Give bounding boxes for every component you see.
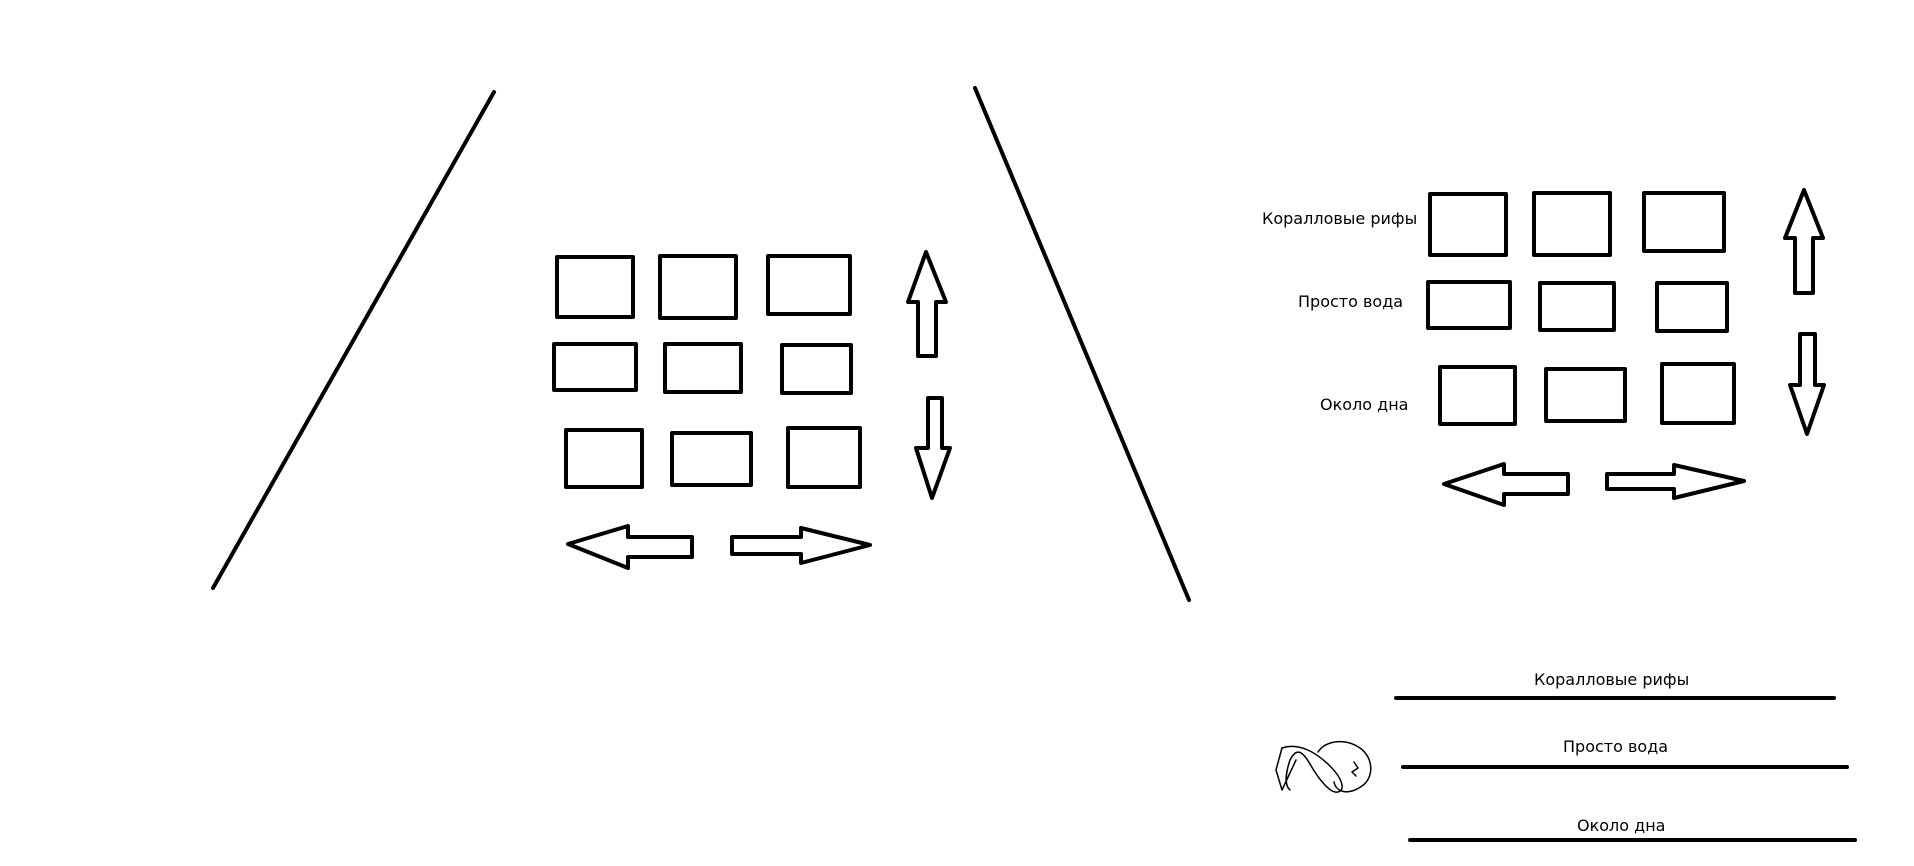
arrow-right-icon[interactable]: [730, 526, 872, 565]
arrow-up-icon[interactable]: [906, 250, 948, 358]
arrow-down-icon[interactable]: [914, 396, 952, 500]
arrow-left-icon[interactable]: [1442, 462, 1570, 507]
grid-cell[interactable]: [1655, 281, 1729, 333]
row-label-bottom: Около дна: [1320, 395, 1408, 414]
arrow-right-icon[interactable]: [1605, 463, 1746, 500]
grid-cell[interactable]: [1532, 191, 1612, 257]
grid-cell[interactable]: [555, 255, 635, 319]
grid-cell[interactable]: [1426, 280, 1512, 330]
layer-label-water: Просто вода: [1563, 737, 1668, 756]
arrow-down-icon[interactable]: [1788, 332, 1826, 436]
grid-cell[interactable]: [1544, 367, 1627, 423]
grid-cell[interactable]: [780, 343, 853, 395]
grid-cell[interactable]: [1538, 281, 1616, 332]
layer-label-coral: Коралловые рифы: [1534, 670, 1689, 689]
grid-cell[interactable]: [670, 431, 753, 487]
grid-cell[interactable]: [658, 254, 738, 320]
grid-cell[interactable]: [786, 426, 862, 489]
left-wall-line: [211, 90, 496, 590]
grid-cell[interactable]: [564, 428, 644, 489]
arrow-left-icon[interactable]: [566, 524, 694, 570]
bottom-layer-labels: Коралловые рифы Просто вода Около дна: [1534, 670, 1689, 835]
layer-label-bottom: Около дна: [1577, 816, 1665, 835]
grid-cell[interactable]: [552, 342, 638, 392]
grid-cell[interactable]: [1428, 192, 1508, 257]
grid-cell[interactable]: [1438, 365, 1517, 426]
left-grid: [552, 254, 862, 489]
right-grid: [1426, 191, 1736, 426]
right-wall-line: [973, 86, 1191, 602]
grid-cell[interactable]: [663, 342, 743, 394]
grid-cell[interactable]: [766, 254, 852, 316]
right-row-labels: Коралловые рифы Просто вода Около дна: [1262, 209, 1417, 414]
row-label-water: Просто вода: [1298, 292, 1403, 311]
grid-cell[interactable]: [1660, 362, 1736, 425]
fish-sketch-icon: [1275, 740, 1372, 793]
arrow-up-icon[interactable]: [1783, 188, 1825, 295]
grid-cell[interactable]: [1642, 191, 1726, 253]
row-label-coral: Коралловые рифы: [1262, 209, 1417, 228]
